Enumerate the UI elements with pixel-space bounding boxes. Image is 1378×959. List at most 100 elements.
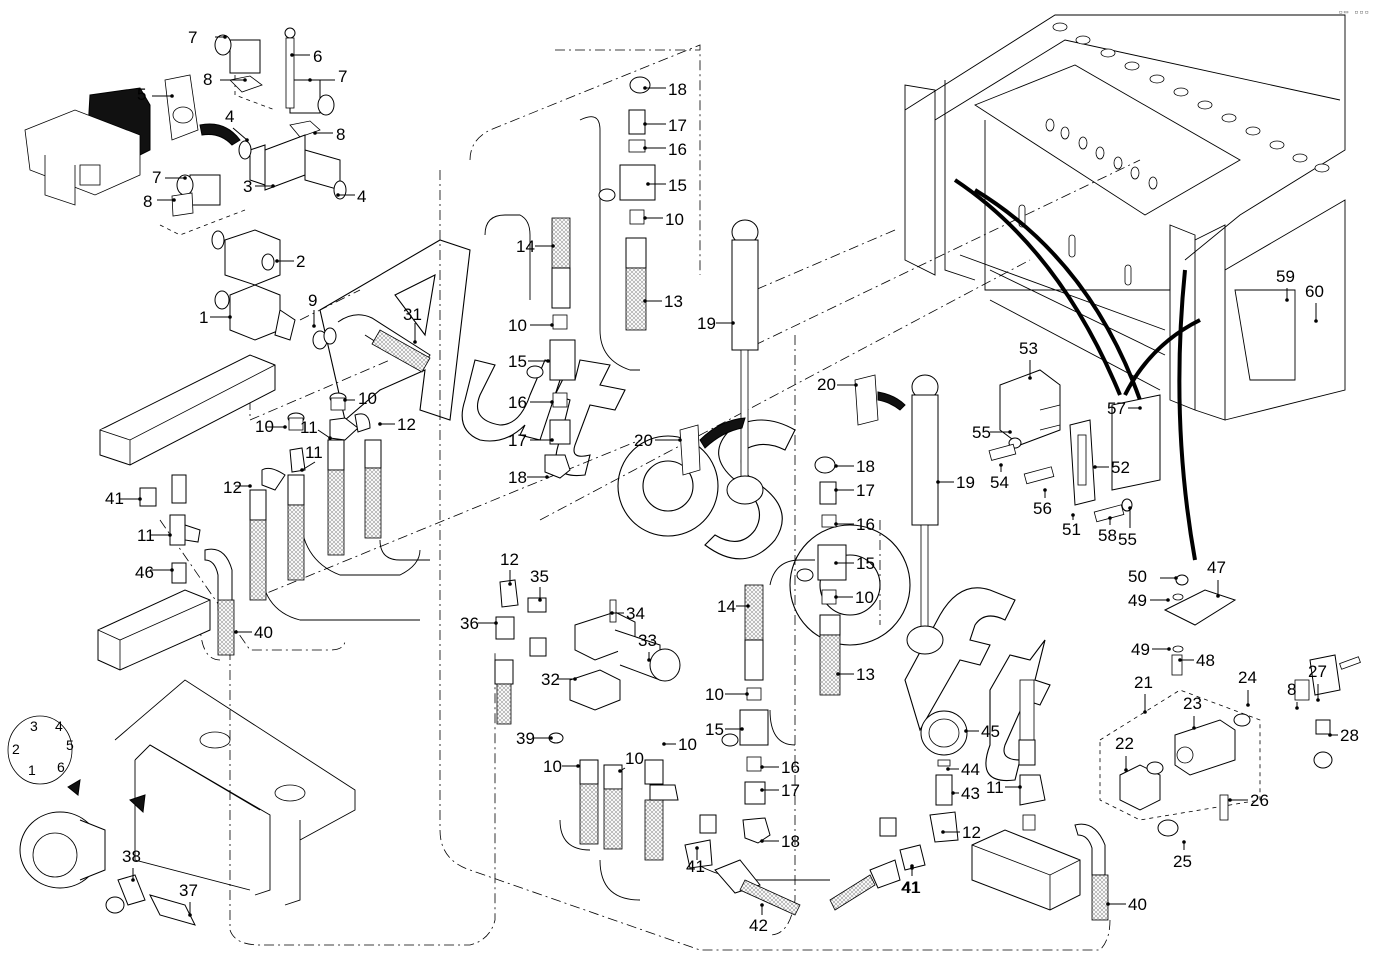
callout-number: 53: [1019, 339, 1038, 358]
callout-number: 13: [856, 665, 875, 684]
callout-number: 43: [961, 784, 980, 803]
callout-42: 42: [749, 903, 768, 935]
callout-8: 8: [143, 192, 176, 211]
callout-leader-dot: [946, 767, 950, 771]
callout-number: 41: [105, 489, 124, 508]
callout-53: 53: [1019, 339, 1038, 380]
callout-leader-dot: [1295, 706, 1299, 710]
callout-leader-dot: [1166, 598, 1170, 602]
callout-number: 7: [188, 28, 197, 47]
callout-leader-dot: [643, 216, 647, 220]
callout-leader-dot: [234, 630, 238, 634]
callout-12: 12: [223, 478, 252, 497]
callout-leader-dot: [413, 340, 417, 344]
callout-number: 19: [697, 314, 716, 333]
callout-number: 28: [1340, 726, 1359, 745]
callout-number: 15: [856, 554, 875, 573]
callout-leader-dot: [1182, 840, 1186, 844]
center-fitting-column: [526, 76, 944, 844]
callout-18: 18: [508, 468, 549, 487]
callout-16: 16: [508, 393, 554, 412]
left-hose-group: [97, 392, 382, 671]
callout-leader-dot: [610, 611, 614, 615]
callout-number: 16: [508, 393, 527, 412]
callout-25: 25: [1173, 840, 1192, 871]
callout-37: 37: [179, 881, 198, 917]
callout-27: 27: [1308, 662, 1327, 702]
callout-leader-dot: [300, 468, 304, 472]
callout-number: 36: [460, 614, 479, 633]
callout-leader-dot: [188, 913, 192, 917]
callout-number: 55: [972, 423, 991, 442]
callout-leader-dot: [695, 846, 699, 850]
callout-number: 20: [817, 375, 836, 394]
callout-leader-dot: [1174, 576, 1178, 580]
callout-number: 24: [1238, 668, 1257, 687]
frame-holes: [1018, 22, 1330, 286]
callout-leader-dot: [678, 438, 682, 442]
callout-12: 12: [500, 550, 519, 586]
callout-leader-dot: [550, 438, 554, 442]
callout-leader-dot: [745, 692, 749, 696]
callout-leader-dot: [746, 604, 750, 608]
callout-15: 15: [646, 176, 687, 195]
callout-number: 31: [403, 305, 422, 324]
callout-54: 54: [990, 463, 1009, 492]
callout-number: 11: [137, 526, 155, 545]
callout-leader-dot: [834, 488, 838, 492]
callout-number: 7: [152, 168, 161, 187]
callout-10: 10: [343, 389, 377, 408]
callout-leader-dot: [941, 830, 945, 834]
callout-number: 41: [901, 878, 920, 897]
callout-20: 20: [817, 375, 858, 394]
callout-leader-dot: [910, 866, 914, 870]
callout-50: 50: [1128, 567, 1178, 586]
callout-leader-dot: [138, 497, 142, 501]
callout-10: 10: [255, 417, 287, 436]
callout-number: 3: [243, 177, 252, 196]
machine-frame: [904, 14, 1346, 561]
callout-leader-dot: [854, 383, 858, 387]
callout-41: 41: [686, 846, 705, 876]
callout-number: 18: [508, 468, 527, 487]
callout-57: 57: [1107, 399, 1142, 418]
callout-number: 17: [781, 781, 800, 800]
callout-number: 17: [508, 431, 527, 450]
callout-leader-line: [301, 461, 316, 471]
callout-9: 9: [308, 291, 317, 328]
callout-number: 8: [1287, 680, 1296, 699]
callout-number: 7: [338, 67, 347, 86]
callout-leader-dot: [836, 672, 840, 676]
callout-46: 46: [135, 563, 174, 582]
callout-number: 10: [543, 757, 562, 776]
callout-leader-dot: [936, 480, 940, 484]
callout-number: 13: [664, 292, 683, 311]
callout-number: 12: [223, 478, 242, 497]
callout-leader-dot: [1328, 733, 1332, 737]
callout-number: 48: [1196, 651, 1215, 670]
callout-leader-dot: [343, 398, 347, 402]
callout-number: 12: [962, 823, 981, 842]
callout-16: 16: [643, 140, 687, 159]
callout-number: 18: [856, 457, 875, 476]
callout-34: 34: [610, 604, 645, 623]
callout-39: 39: [516, 729, 553, 748]
callout-number: 42: [749, 916, 768, 935]
callout-number: 11: [986, 778, 1004, 797]
callout-number: 18: [781, 832, 800, 851]
callout-51: 51: [1062, 513, 1081, 539]
callout-number: 35: [530, 567, 549, 586]
callout-leader-dot: [494, 621, 498, 625]
callout-number: 50: [1128, 567, 1147, 586]
callout-leader-dot: [1285, 298, 1289, 302]
callout-leader-dot: [760, 788, 764, 792]
callout-leader-dot: [308, 78, 312, 82]
callout-leader-dot: [1008, 430, 1012, 434]
callout-number: 46: [135, 563, 154, 582]
callout-leader-dot: [760, 839, 764, 843]
callout-number: 21: [1134, 673, 1153, 692]
callout-40: 40: [234, 623, 273, 642]
callout-leader-dot: [1138, 406, 1142, 410]
callout-number: 10: [255, 417, 274, 436]
callout-43: 43: [951, 784, 980, 803]
